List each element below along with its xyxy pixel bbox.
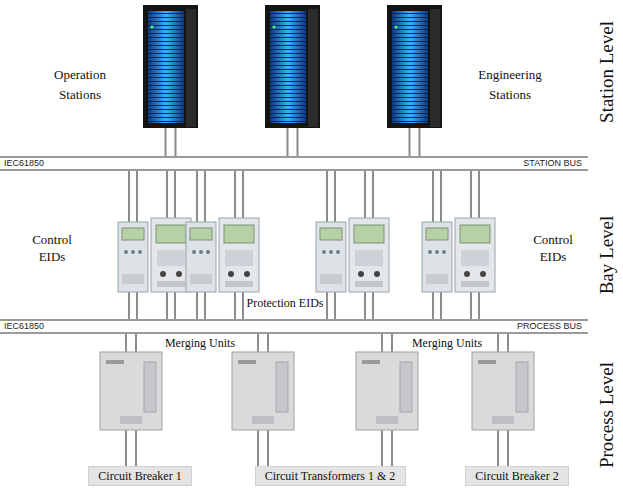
bus-label: PROCESS BUS [517, 321, 582, 332]
ied-label: Control EIDs [24, 231, 80, 265]
bus-label: IEC61850 [4, 321, 44, 332]
ied-device [422, 222, 452, 292]
equipment-label: Circuit Breaker 1 [89, 467, 191, 485]
ied-device [186, 222, 216, 292]
network-wires [126, 128, 508, 466]
station-bus: IEC61850 STATION BUS [0, 156, 588, 171]
ied-device [151, 218, 191, 292]
server-rack [387, 5, 442, 128]
server-rack [143, 5, 198, 128]
merging-unit [232, 352, 294, 430]
equipment-box: Circuit Breaker 2 [465, 466, 569, 486]
merging-unit-label: Merging Units [412, 336, 482, 350]
level-label: Station Level [595, 21, 618, 123]
level-label: Process Level [595, 362, 618, 468]
server-rack [265, 5, 320, 128]
ied-device [118, 222, 148, 292]
equipment-label: Circuit Breaker 2 [466, 467, 568, 485]
ied-label: Protection EIDs [245, 296, 326, 310]
ied-label: Control EIDs [525, 231, 581, 265]
merging-unit [472, 352, 534, 430]
ied-device [219, 218, 259, 292]
station-label: Engineering Stations [464, 65, 556, 105]
equipment-box: Circuit Breaker 1 [88, 466, 192, 486]
merging-unit [100, 352, 162, 430]
process-bus: IEC61850 PROCESS BUS [0, 319, 588, 334]
merging-unit [356, 352, 418, 430]
bus-label: IEC61850 [4, 158, 44, 169]
ied-device [455, 218, 495, 292]
equipment-box: Circuit Transformers 1 & 2 [255, 466, 406, 486]
merging-unit-label: Merging Units [165, 336, 235, 350]
bus-label: STATION BUS [523, 158, 582, 169]
level-label: Bay Level [595, 216, 618, 295]
station-label: Operation Stations [40, 65, 120, 105]
equipment-label: Circuit Transformers 1 & 2 [256, 467, 405, 485]
ied-device [316, 222, 346, 292]
ied-device [349, 218, 389, 292]
